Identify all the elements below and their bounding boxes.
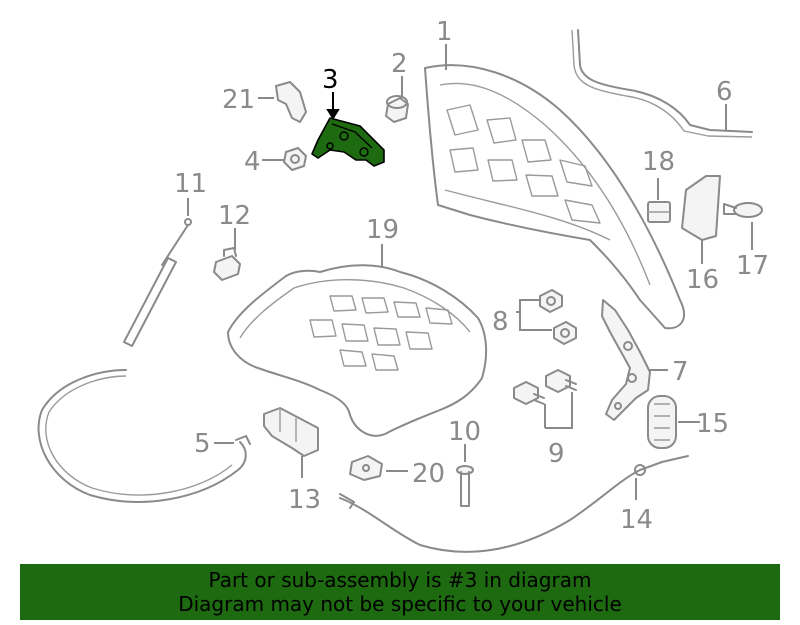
part-17-screw [723, 202, 763, 218]
part-12-bumper [213, 247, 241, 281]
callout-11: 11 [174, 169, 207, 199]
part-13-bracket [263, 407, 319, 457]
part-8-nuts [539, 289, 577, 345]
banner-line-1: Part or sub-assembly is #3 in diagram [208, 568, 592, 592]
callout-labels: 1 2 3 4 5 6 7 8 9 10 11 12 13 14 15 16 1… [174, 17, 769, 535]
callout-6: 6 [716, 77, 733, 107]
part-18-clip [647, 201, 671, 223]
part-21-bracket [275, 81, 307, 123]
callout-2: 2 [391, 49, 408, 79]
callout-9: 9 [548, 439, 565, 469]
part-6-rod [571, 29, 753, 138]
callout-14: 14 [620, 505, 653, 535]
callout-5: 5 [194, 429, 211, 459]
callout-16: 16 [686, 265, 719, 295]
part-4-nut [283, 147, 307, 171]
callout-10: 10 [448, 417, 481, 447]
part-14-cable [339, 455, 689, 553]
callout-15: 15 [696, 409, 729, 439]
leader-lines [187, 44, 753, 500]
callout-21: 21 [222, 85, 255, 115]
part-19-insulation [227, 264, 488, 437]
callout-19: 19 [366, 215, 399, 245]
callout-7: 7 [672, 357, 689, 387]
callout-4: 4 [244, 147, 261, 177]
part-9-bolts [513, 369, 577, 405]
part-5-seal [37, 369, 251, 503]
callout-1: 1 [436, 17, 453, 47]
callout-12: 12 [218, 201, 251, 231]
info-banner: Part or sub-assembly is #3 in diagram Di… [20, 564, 780, 620]
part-15-latch [647, 395, 677, 449]
part-20-clip-nut [349, 455, 383, 481]
part-1-hood [424, 64, 685, 330]
banner-line-2: Diagram may not be specific to your vehi… [178, 592, 622, 616]
part-3-highlighted [311, 117, 385, 167]
part-11-strut [123, 218, 192, 347]
callout-17: 17 [736, 251, 769, 281]
part-7-hinge [601, 299, 651, 421]
part-10-stud [456, 465, 474, 507]
part-2-bumper [385, 95, 409, 123]
callout-8: 8 [492, 307, 509, 337]
callout-18: 18 [642, 147, 675, 177]
callout-13: 13 [288, 485, 321, 515]
callout-3: 3 [322, 65, 339, 95]
callout-20: 20 [412, 459, 445, 489]
part-16-bracket [681, 175, 721, 241]
